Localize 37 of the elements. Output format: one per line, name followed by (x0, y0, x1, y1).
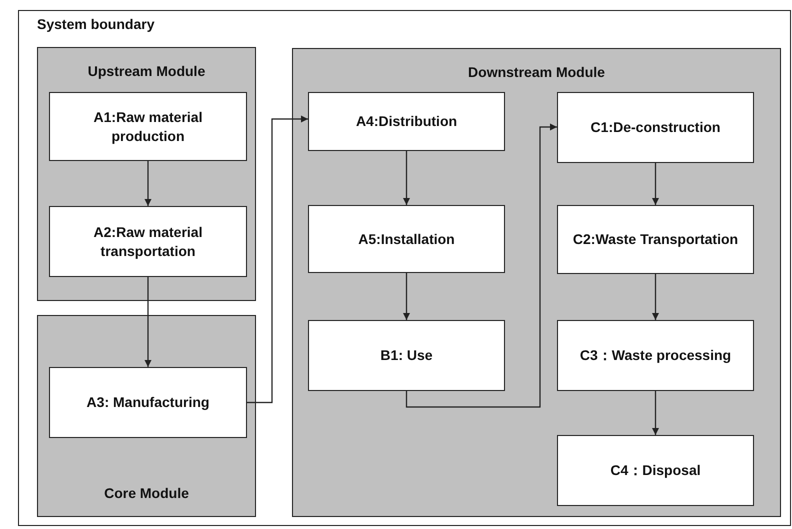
process-label: C4：Disposal (609, 461, 702, 480)
process-label: A1:Raw material production (92, 108, 204, 145)
process-box (49, 367, 247, 438)
process-label: A4:Distribution (354, 112, 458, 131)
process-label: B1: Use (379, 346, 434, 365)
process-box (308, 205, 505, 273)
process-box (308, 320, 505, 391)
arrow (247, 116, 308, 404)
process-label: C1:De-construction (590, 118, 722, 137)
process-box (557, 435, 754, 506)
module-panel (37, 315, 256, 517)
arrow (403, 273, 410, 320)
module-panel (37, 47, 256, 301)
process-box (557, 320, 754, 391)
process-label: A2:Raw material transportation (92, 223, 204, 260)
process-box (557, 205, 754, 274)
arrow (652, 163, 659, 205)
process-box (557, 92, 754, 163)
process-box (308, 92, 505, 151)
arrow (652, 274, 659, 320)
module-panel (292, 48, 781, 517)
module-title: Core Module (103, 484, 190, 502)
process-label: C2:Waste Transportation (572, 230, 740, 249)
arrow (144, 161, 152, 206)
boundary-title: System boundary (37, 15, 154, 34)
process-box (49, 206, 247, 277)
arrow (406, 124, 557, 408)
arrow (403, 151, 410, 205)
arrow (652, 391, 659, 435)
process-label: C3：Waste processing (578, 346, 732, 365)
boundary-frame (18, 10, 791, 526)
arrow (144, 277, 152, 367)
module-title: Downstream Module (467, 63, 606, 82)
process-box (49, 92, 247, 161)
module-title: Upstream Module (86, 62, 206, 80)
process-label: A3: Manufacturing (86, 393, 210, 412)
process-label: A5:Installation (357, 230, 456, 248)
